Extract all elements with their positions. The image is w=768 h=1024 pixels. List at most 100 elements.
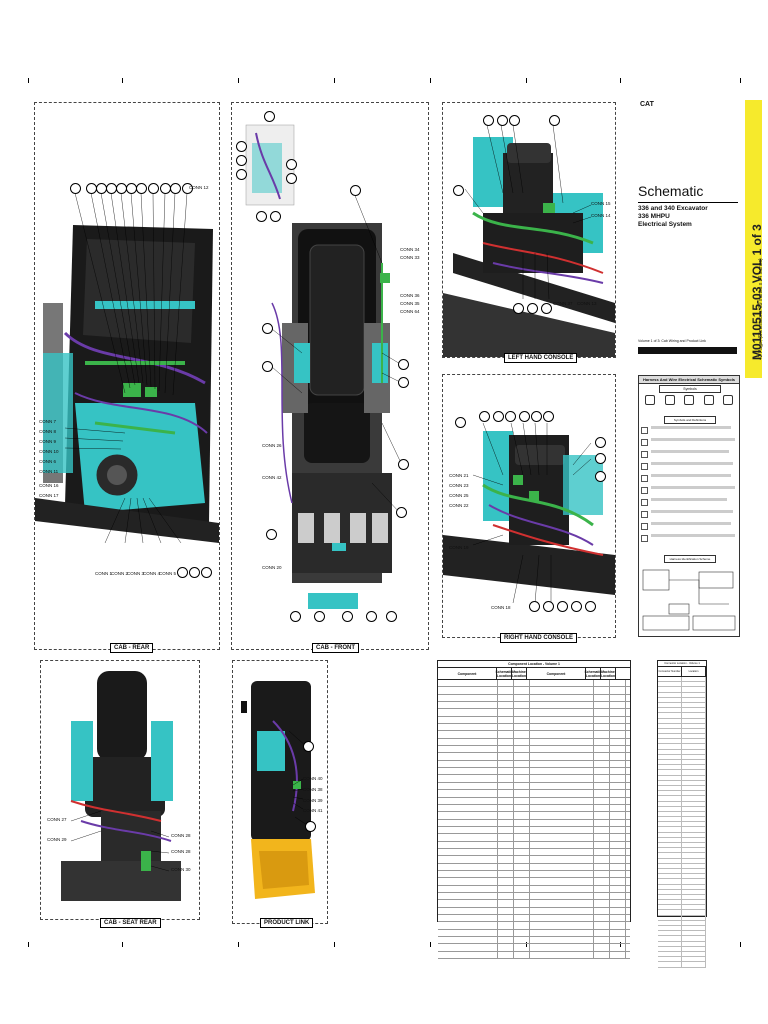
table-row [534,915,630,923]
table-row [658,936,706,942]
conn-label: CONN 6 [39,459,57,464]
callout-balloon [509,115,520,126]
harness-symbols-title: Harness And Wire Electrical Schematic Sy… [639,376,739,384]
crop-mark [238,78,239,83]
conn-label: CONN 22 [449,503,469,508]
table-row [658,941,706,947]
table-row [534,900,630,908]
table-row [534,753,630,761]
harness-id-diagram [642,569,736,631]
connector-table-title: Connector Location - Volume 1 [658,661,706,667]
table-row [438,731,534,739]
callout-balloon [290,611,301,622]
conn-label: CONN 5 [159,571,177,576]
table-row [658,926,706,932]
conn-label: CONN 1 [95,571,113,576]
conn-label: CONN 13 [577,301,597,306]
callout-balloon [557,601,568,612]
conn-label: CONN 4 [143,571,161,576]
conn-label: CONN 30 [171,867,191,872]
table-row [534,790,630,798]
conn-label: CONN 64 [400,309,420,314]
callout-balloon [236,169,247,180]
table-row [534,907,630,915]
table-row [658,894,706,901]
table-row [658,739,706,745]
conn-label: CONN 28 [171,833,191,838]
crop-mark [526,942,527,947]
callout-balloon [286,159,297,170]
callout-balloon [201,567,212,578]
table-row [658,708,706,714]
table-row [534,892,630,901]
callout-balloon [453,185,464,196]
crop-mark [334,942,335,947]
table-row [658,749,706,755]
right-console-panel: CONN 21 CONN 23 CONN 25 CONN 22 CONN 19 … [442,374,616,638]
table-row [438,856,534,864]
callout-balloon [270,211,281,222]
table-row [534,812,630,820]
callout-balloon [236,141,247,152]
connector-table-body [658,677,706,968]
callout-balloon [571,601,582,612]
table-row [658,728,706,735]
crop-mark [526,78,527,83]
table-row [658,765,706,771]
callout-balloon [527,303,538,314]
conn-label: CONN 33 [400,255,420,260]
table-row [658,692,706,698]
doc-dimensions: 42 Page, (Dimensions: 39 inches x 24 inc… [758,258,764,360]
callout-balloon [264,111,275,122]
table-row [534,724,630,732]
cab-seat-rear-illustration [61,671,181,901]
conn-label: CONN 39 [303,798,323,803]
symbol-item [680,395,698,406]
symbol-definition-list [641,426,737,546]
crop-mark [122,78,123,83]
table-row [438,915,534,923]
callout-balloon [483,115,494,126]
callout-balloon [262,323,273,334]
crop-mark [620,942,621,947]
table-row [534,929,630,938]
callout-balloon [595,471,606,482]
connector-location-table: Connector Location - Volume 1 Connector … [657,660,707,968]
table-row [534,878,630,886]
table-row [534,870,630,879]
right-console-illustration [443,422,615,604]
print-banner [638,347,737,354]
symbols-definitions-header: Symbols and Definitions [664,416,716,424]
table-row [534,760,630,769]
callout-balloon [182,183,193,194]
table-row [658,900,706,906]
right-console-label: RIGHT HAND CONSOLE [500,633,577,643]
table-row [534,944,630,952]
table-row [658,744,706,750]
table-row [534,782,630,791]
callout-balloon [189,567,200,578]
callout-balloon [505,411,516,422]
table-row [438,782,534,791]
table-row [658,868,706,875]
table-row [658,806,706,812]
table-row [438,929,534,938]
table-row [658,957,706,963]
title-rule [638,202,738,203]
cab-front-illustration [245,124,403,609]
table-row [658,780,706,786]
table-row [658,801,706,807]
table-row [534,826,630,835]
table-row [438,768,534,776]
symbol-item [641,395,659,406]
callout-balloon [479,411,490,422]
crop-mark [28,78,29,83]
table-row [658,843,706,849]
conn-label: CONN 40 [303,776,323,781]
table-row [438,738,534,747]
symbol-item [719,395,737,406]
cab-seat-rear-panel: CONN 27 CONN 29 CONN 28 CONN 28 CONN 30 [40,660,200,920]
table-row [438,922,534,930]
table-row [438,819,534,827]
callout-balloon [286,173,297,184]
